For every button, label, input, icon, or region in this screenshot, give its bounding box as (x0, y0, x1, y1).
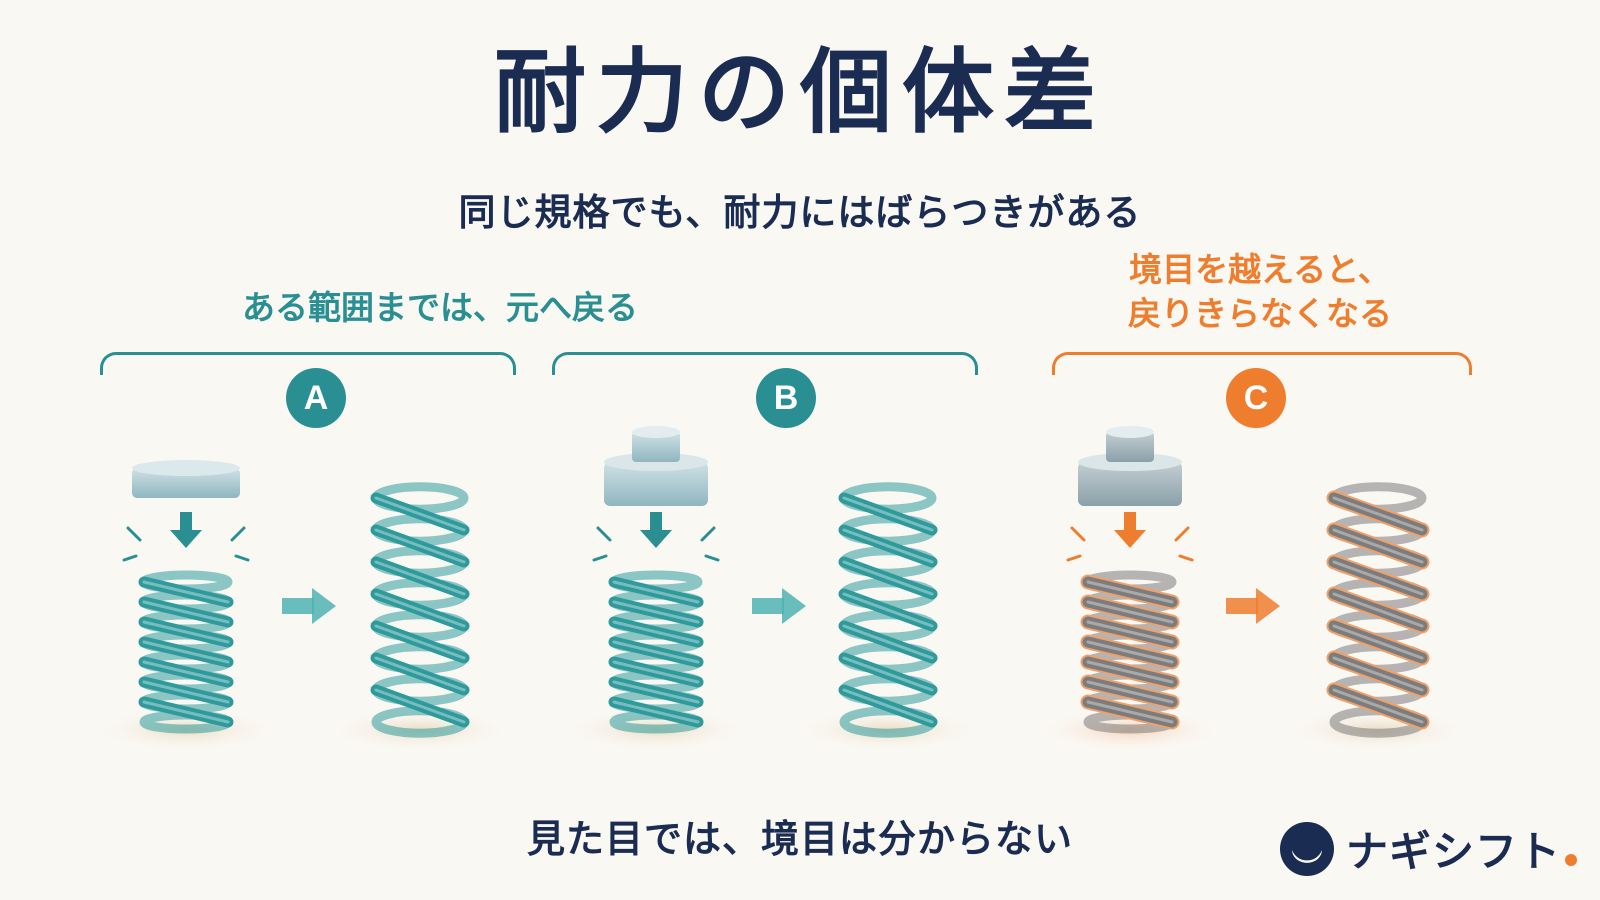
arrow-right-a-head (312, 588, 336, 624)
group-label-no-recovery: 境目を越えると、 戻りきらなくなる (1050, 248, 1470, 336)
weight-b-cap (632, 432, 680, 462)
badge-b: B (756, 368, 816, 428)
brand-logo: ナギシフト (1278, 818, 1578, 879)
group-label-recovers: ある範囲までは、元へ戻る (242, 288, 638, 327)
group-label-no-recovery-line2: 戻りきらなくなる (1128, 294, 1392, 333)
arrow-right-c-head (1256, 588, 1280, 624)
impact-a-line-3 (234, 554, 250, 562)
spring-b-compressed-highlight (612, 580, 700, 724)
arrow-right-a-shaft (282, 598, 314, 614)
bracket-c (1052, 352, 1472, 375)
arrow-right-b-head (782, 588, 806, 624)
impact-c-line-1 (1066, 554, 1082, 562)
arrow-right-c-shaft (1226, 598, 1258, 614)
spring-a-recovered-front-coil (370, 492, 470, 728)
badge-a: A (286, 368, 346, 428)
impact-c-line-0 (1070, 526, 1086, 542)
spring-b-compressed-front-coil (608, 576, 704, 728)
spring-a-recovered-highlight (374, 496, 466, 724)
logo-dot (1565, 853, 1578, 866)
arrow-down-a-shaft (180, 512, 192, 532)
arrow-down-c-head (1114, 530, 1146, 548)
impact-b-line-2 (700, 526, 716, 542)
spring-b-recovered-front-coil (838, 492, 938, 728)
impact-a-line-0 (126, 526, 142, 542)
impact-b-line-0 (596, 526, 612, 542)
arrow-down-b-shaft (650, 512, 662, 532)
badge-c: C (1226, 368, 1286, 428)
weight-c-cap (1106, 432, 1154, 462)
bracket-a (100, 352, 516, 375)
weight-b-base (604, 462, 708, 506)
impact-b-line-3 (704, 554, 720, 562)
spring-c-deformed-front-coil (1328, 492, 1428, 728)
impact-b-line-1 (592, 554, 608, 562)
weight-a-top (132, 460, 240, 476)
page-subtitle: 同じ規格でも、耐力にはばらつきがある (458, 191, 1142, 234)
arrow-right-b-shaft (752, 598, 784, 614)
arrow-down-c-shaft (1124, 512, 1136, 532)
weight-c-cap-top (1106, 426, 1154, 438)
group-label-no-recovery-line1: 境目を越えると、 (1129, 250, 1391, 289)
weight-c-base (1078, 462, 1182, 506)
spring-b-recovered-highlight (842, 496, 934, 724)
weight-a-body (132, 468, 240, 498)
spring-c-compressed-highlight (1086, 580, 1174, 724)
arrow-down-a-head (170, 530, 202, 548)
arrow-down-b-head (640, 530, 672, 548)
impact-a-line-2 (230, 526, 246, 542)
logo-text: ナギシフト (1346, 827, 1562, 876)
impact-c-line-2 (1174, 526, 1190, 542)
bracket-b (552, 352, 978, 375)
spring-a-compressed-highlight (142, 580, 230, 724)
impact-a-line-1 (122, 554, 138, 562)
impact-c-line-3 (1178, 554, 1194, 562)
spring-a-compressed-front-coil (138, 576, 234, 728)
moon-icon (1280, 821, 1334, 876)
weight-b-cap-top (632, 426, 680, 438)
page-title: 耐力の個体差 (493, 39, 1106, 146)
bottom-note: 見た目では、境目は分からない (526, 817, 1073, 861)
spring-c-compressed-front-coil (1082, 576, 1178, 728)
spring-c-deformed-highlight (1332, 496, 1424, 724)
